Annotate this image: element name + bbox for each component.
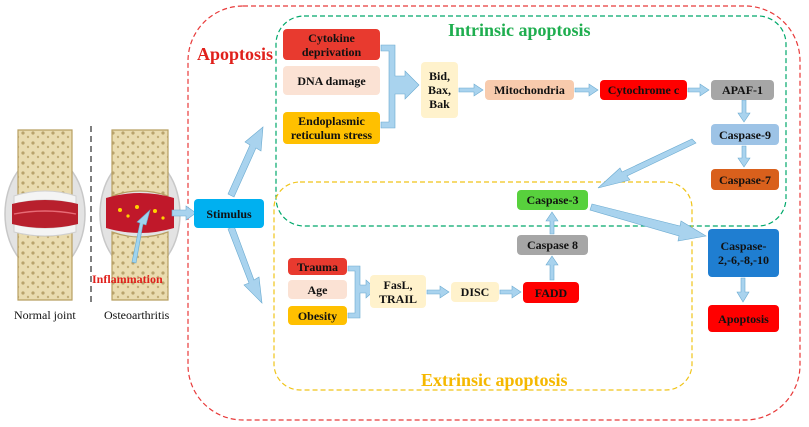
bid-bax-bak-node: Bid, Bax, Bak	[421, 62, 458, 118]
intrinsic-chain-arrows	[458, 83, 710, 97]
apoptosis-output-node: Apoptosis	[708, 305, 779, 332]
outer-apoptosis-border	[187, 5, 801, 421]
dna-damage-node: DNA damage	[283, 66, 380, 95]
fadd-to-casp8-arrow	[545, 255, 559, 281]
caspase7-node: Caspase-7	[711, 169, 779, 190]
normal-joint-illustration	[4, 129, 86, 301]
casp3-to-multi-arrow	[589, 203, 707, 242]
intrinsic-border	[275, 15, 787, 227]
extrinsic-chain-arrows	[426, 285, 522, 299]
casp9-to-casp3-arrow	[597, 138, 697, 189]
inflammation-pointer	[131, 209, 151, 264]
stimulus-to-intrinsic-arrow	[227, 126, 264, 198]
mitochondria-node: Mitochondria	[485, 80, 574, 100]
stimulus-node: Stimulus	[194, 199, 264, 228]
cytokine-deprivation-node: Cytokine deprivation	[283, 29, 380, 60]
casp8-to-casp3-arrow	[545, 211, 559, 235]
caspase-multi-node: Caspase-2,-6,-8,-10	[708, 229, 779, 277]
obesity-node: Obesity	[288, 306, 347, 325]
joint-to-stimulus-arrow	[171, 205, 197, 221]
caspase3-node: Caspase-3	[517, 190, 588, 210]
caspase9-node: Caspase-9	[711, 124, 779, 145]
intrinsic-title: Intrinsic apoptosis	[448, 20, 591, 40]
extrinsic-trigger-bracket	[347, 265, 377, 319]
fasl-trail-node: FasL, TRAIL	[370, 275, 426, 308]
apoptosis-title: Apoptosis	[197, 44, 274, 64]
extrinsic-border	[273, 181, 693, 391]
disc-node: DISC	[451, 282, 499, 302]
casp9-to-casp7-arrow	[737, 145, 751, 168]
cytochrome-c-node: Cytochrome c	[600, 80, 687, 100]
er-stress-node: Endoplasmic reticulum stress	[283, 112, 380, 144]
inflammation-label: Inflammation	[92, 272, 163, 286]
osteoarthritis-label: Osteoarthritis	[104, 308, 170, 322]
caspase8-node: Caspase 8	[517, 235, 588, 255]
multi-to-apoptosis-arrow	[736, 277, 750, 303]
age-node: Age	[288, 280, 347, 299]
apaf-to-casp9-arrow	[737, 99, 751, 123]
stimulus-to-extrinsic-arrow	[227, 225, 263, 304]
osteoarthritis-joint-illustration	[99, 129, 181, 301]
trauma-node: Trauma	[288, 258, 347, 275]
normal-joint-label: Normal joint	[14, 308, 76, 322]
extrinsic-title: Extrinsic apoptosis	[421, 370, 568, 390]
apaf1-node: APAF-1	[711, 80, 774, 100]
intrinsic-trigger-bracket	[380, 44, 420, 129]
fadd-node: FADD	[523, 282, 579, 303]
